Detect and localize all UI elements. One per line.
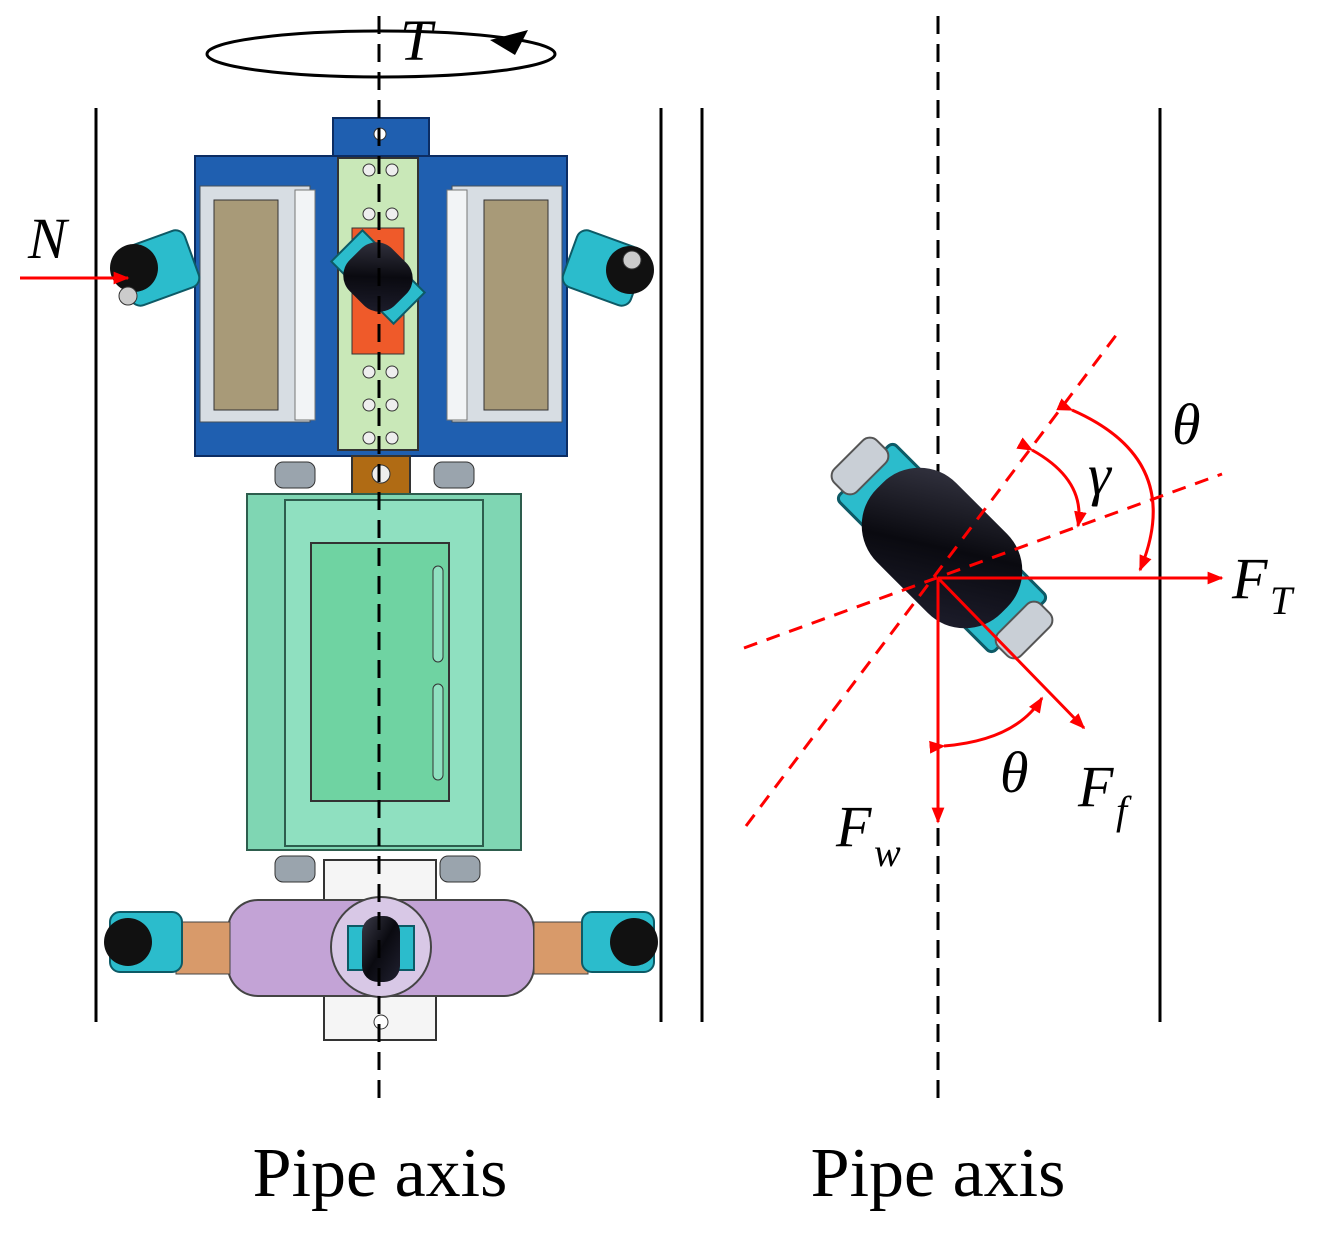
theta-lower-label: θ — [1000, 740, 1029, 805]
svg-text:w: w — [874, 830, 901, 875]
robot-bottom-module — [104, 855, 658, 1041]
theta-upper-label: θ — [1172, 392, 1201, 457]
weight-force-label: F w — [835, 794, 901, 875]
robot-left-upper-wheel — [110, 229, 201, 307]
gamma-arc — [1016, 437, 1087, 528]
svg-text:F: F — [1077, 754, 1114, 819]
theta-upper-arc — [1056, 398, 1155, 572]
friction-force-label: F f — [1077, 754, 1132, 833]
thrust-force-label: F T — [1231, 546, 1295, 623]
svg-text:f: f — [1116, 788, 1132, 833]
robot-middle-module — [246, 493, 522, 851]
right-caption: Pipe axis — [811, 1135, 1066, 1212]
torque-label: T — [400, 8, 436, 73]
torque-rotation-ellipse — [205, 29, 557, 79]
gamma-label: γ — [1088, 442, 1113, 507]
svg-text:T: T — [1270, 578, 1295, 623]
svg-text:F: F — [1231, 546, 1268, 611]
torque-arrow-head — [490, 30, 528, 55]
left-panel: T N Pipe axis — [20, 8, 663, 1212]
friction-force-arrow — [936, 576, 1086, 730]
left-caption: Pipe axis — [253, 1135, 508, 1212]
robot-right-upper-wheel — [561, 229, 654, 307]
right-panel: θ γ θ F T F f F w Pipe axis — [700, 16, 1295, 1212]
svg-text:F: F — [835, 794, 872, 859]
robot-top-module — [194, 117, 568, 457]
theta-lower-arc — [929, 696, 1044, 754]
diagram-wheel — [830, 436, 1054, 660]
normal-force-label: N — [27, 206, 70, 271]
wheel-plane-dashed-line — [743, 472, 1223, 650]
